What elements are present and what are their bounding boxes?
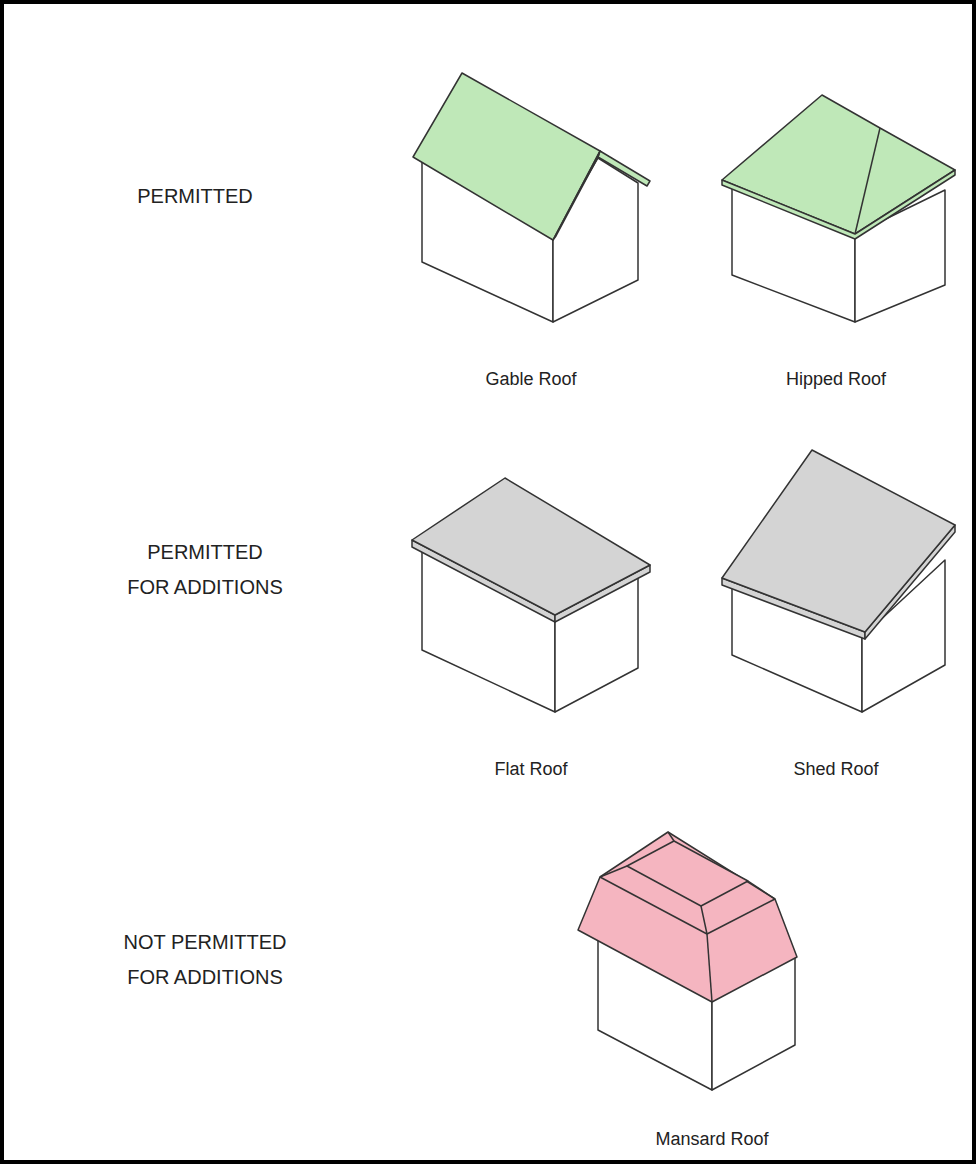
roof-hip [600, 866, 627, 877]
hip-line [855, 128, 880, 234]
roof-corner [707, 934, 712, 1002]
gable-house [413, 73, 650, 322]
roof-break [707, 899, 775, 934]
shed-house [722, 450, 955, 712]
flat-roof [412, 478, 650, 615]
roof-hip [668, 832, 674, 841]
roof-caption: Gable Roof [485, 368, 576, 391]
roof-caption: Flat Roof [494, 758, 567, 781]
hipped-roof [722, 95, 955, 234]
shed-roof [722, 450, 955, 632]
gable-fascia [598, 151, 650, 186]
row-heading: NOT PERMITTED FOR ADDITIONS [122, 925, 289, 995]
hipped-fascia [722, 170, 955, 239]
roof-caption: Shed Roof [793, 758, 878, 781]
roof-caption: Mansard Roof [655, 1128, 768, 1151]
row-heading: PERMITTED [137, 183, 253, 209]
mansard-house [578, 832, 797, 1090]
mansard-roof [578, 832, 797, 1002]
hipped-house [722, 95, 955, 322]
roof-hip [748, 881, 775, 899]
mansard-top [627, 841, 748, 906]
roof-caption: Hipped Roof [786, 368, 886, 391]
gable-edge [553, 151, 600, 240]
roof-hip [701, 906, 707, 934]
row-heading: PERMITTED FOR ADDITIONS [125, 535, 285, 605]
flat-house [412, 478, 650, 712]
gable-roof [413, 73, 600, 240]
